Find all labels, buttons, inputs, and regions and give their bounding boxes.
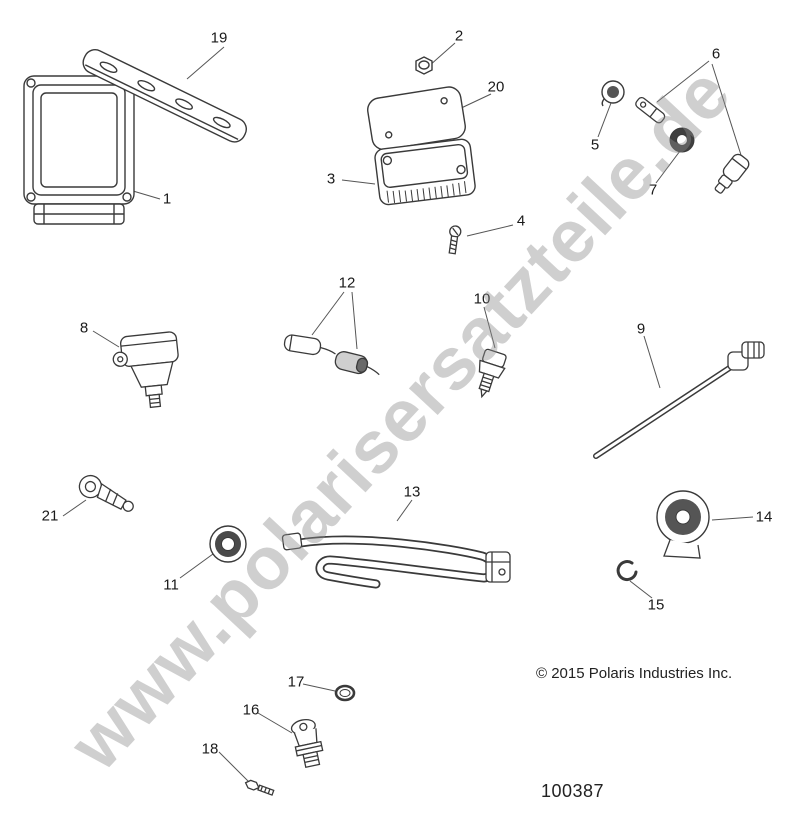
leader-lines <box>62 42 754 783</box>
callout-8: 8 <box>79 319 89 337</box>
part-6-sensor <box>714 153 750 194</box>
callout-6: 6 <box>711 45 721 63</box>
part-1-ecu <box>23 75 135 225</box>
part-7-grommet <box>669 127 695 153</box>
callout-11: 11 <box>163 576 179 594</box>
callout-15: 15 <box>647 596 665 614</box>
part-14-sensor <box>656 490 710 559</box>
part-8-sensor <box>112 331 179 409</box>
figure-number: 100387 <box>541 781 605 801</box>
part-17-oring <box>334 684 356 702</box>
part-16-elbow <box>290 718 324 769</box>
part-12-capacitor-a <box>283 334 336 356</box>
callout-13: 13 <box>403 483 421 501</box>
part-19-bracket <box>82 49 247 143</box>
copyright-text: © 2015 Polaris Industries Inc. <box>536 665 733 682</box>
callout-21: 21 <box>41 507 59 525</box>
callout-5: 5 <box>590 136 600 154</box>
part-4-screw <box>448 225 462 255</box>
part-10-temp-sensor <box>478 348 507 399</box>
part-5-cap <box>601 80 625 107</box>
callout-7: 7 <box>648 181 658 199</box>
part-9-probe <box>593 341 765 459</box>
part-12-capacitor-b <box>334 351 380 376</box>
callout-19: 19 <box>210 29 228 47</box>
callout-14: 14 <box>755 508 773 526</box>
callout-9: 9 <box>636 320 646 338</box>
callout-18: 18 <box>201 740 219 758</box>
callout-16: 16 <box>242 701 260 719</box>
callout-17: 17 <box>287 673 305 691</box>
callout-3: 3 <box>326 170 336 188</box>
part-2-nut <box>415 56 433 75</box>
part-18-bolt <box>244 779 275 796</box>
callout-2: 2 <box>454 27 464 45</box>
callout-4: 4 <box>516 212 526 230</box>
callout-1: 1 <box>162 190 172 208</box>
part-21-bulb <box>78 474 134 512</box>
part-13-tube <box>281 532 511 589</box>
callout-10: 10 <box>473 290 491 308</box>
part-11-grommet <box>209 525 247 563</box>
part-3-module <box>374 138 476 206</box>
part-15-clip <box>616 560 638 582</box>
callout-12: 12 <box>338 274 356 292</box>
callout-20: 20 <box>487 78 505 96</box>
part-6-key <box>635 96 666 124</box>
